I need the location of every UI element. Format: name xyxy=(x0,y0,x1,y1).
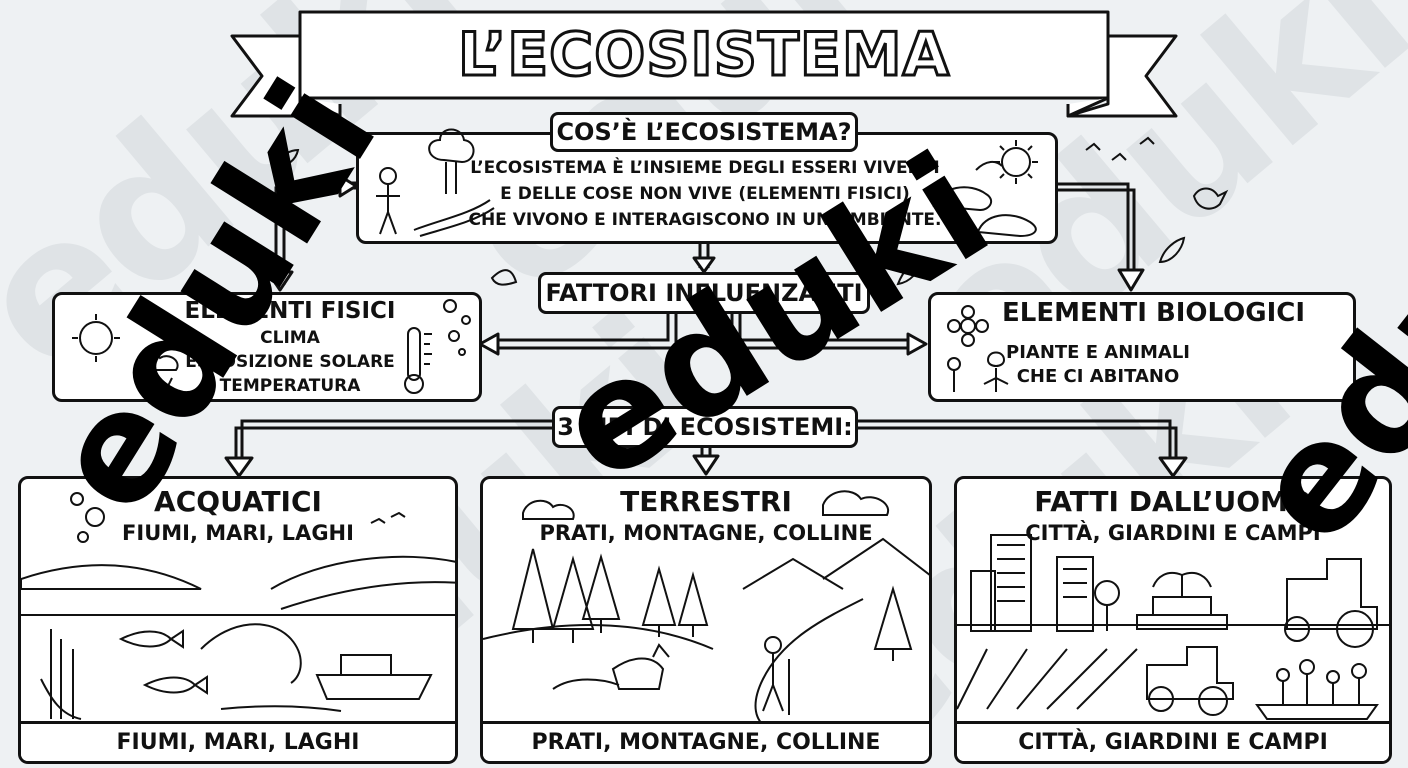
panel-footer: PRATI, MONTAGNE, COLLINE xyxy=(483,721,929,761)
fox-icon xyxy=(611,643,670,690)
leaf-icon xyxy=(274,148,300,168)
sun-icon xyxy=(79,321,113,355)
panel-subtitle: FIUMI, MARI, LAGHI xyxy=(122,521,354,545)
panel-aquatic: ACQUATICI FIUMI, MARI, LAGHI FIUMI, MARI… xyxy=(18,476,458,764)
cloud-rain-icon xyxy=(138,353,179,371)
building-icon xyxy=(970,570,996,632)
boat-icon xyxy=(315,654,433,700)
field-rows xyxy=(957,648,1138,710)
physical-elements-box xyxy=(52,292,482,402)
building-icon xyxy=(990,534,1032,632)
panel-footer: CITTÀ, GIARDINI E CAMPI xyxy=(957,721,1389,761)
definition-line: L’ECOSISTEMA È L’INSIEME DEGLI ESSERI VI… xyxy=(470,158,940,178)
leaf-icon xyxy=(490,269,518,286)
bird-icon xyxy=(1192,187,1229,210)
tree-icon xyxy=(551,555,595,643)
fish-icon xyxy=(118,629,184,649)
title-ribbon xyxy=(230,10,1178,118)
dolphin-icon xyxy=(200,623,302,684)
biological-elements-title: ELEMENTI BIOLOGICI xyxy=(1002,298,1306,328)
building-icon xyxy=(1056,556,1094,632)
panel-terrestrial: TERRESTRI PRATI, MONTAGNE, COLLINE PRATI… xyxy=(480,476,932,764)
physical-element-item: ESPOSIZIONE SOLARE xyxy=(185,352,395,372)
tree-icon xyxy=(873,585,913,661)
leaf-icon xyxy=(896,258,922,286)
tractor-icon xyxy=(1286,558,1378,630)
tree-icon xyxy=(677,571,709,637)
factors-label: FATTORI INFLUENZANTI xyxy=(538,272,870,314)
thermometer-icon xyxy=(407,327,421,381)
fish-icon xyxy=(142,675,208,695)
types-label: 3 TIPI DI ECOSISTEMI: xyxy=(552,406,858,448)
panel-footer: FIUMI, MARI, LAGHI xyxy=(21,721,455,761)
man-made-scene xyxy=(957,534,1389,720)
panel-title: TERRESTRI xyxy=(620,485,792,518)
page-title: L’ECOSISTEMA xyxy=(456,19,951,92)
definition-line: E DELLE COSE NON VIVE (ELEMENTI FISICI) xyxy=(500,184,910,204)
biological-elements-box xyxy=(928,292,1356,402)
physical-icons xyxy=(72,299,471,394)
definition-line: CHE VIVONO E INTERAGISCONO IN UN’AMBIENT… xyxy=(468,210,942,230)
fountain-icon xyxy=(1136,575,1228,630)
definition-heading: COS’È L’ECOSISTEMA? xyxy=(550,112,858,152)
aquatic-scene xyxy=(21,492,455,720)
leaf-icon xyxy=(1158,236,1186,264)
physical-elements-title: ELEMENTI FISICI xyxy=(184,298,396,324)
panel-subtitle: CITTÀ, GIARDINI E CAMPI xyxy=(1025,521,1321,545)
terrestrial-scene xyxy=(483,490,929,726)
panel-subtitle: PRATI, MONTAGNE, COLLINE xyxy=(539,521,873,545)
cloud-icon xyxy=(822,490,890,516)
physical-element-item: CLIMA xyxy=(260,328,320,348)
biological-element-item: PIANTE E ANIMALI xyxy=(1006,342,1190,363)
panel-title: FATTI DALL’UOMO xyxy=(1034,485,1312,518)
biological-element-item: CHE CI ABITANO xyxy=(1016,366,1180,387)
hiker-icon xyxy=(762,653,790,715)
physical-element-item: TEMPERATURA xyxy=(219,376,361,396)
panel-man-made: FATTI DALL’UOMO CITTÀ, GIARDINI E CAMPI … xyxy=(954,476,1392,764)
bird-icon xyxy=(1085,136,1155,161)
cloud-icon xyxy=(522,499,575,520)
tractor-icon xyxy=(1146,646,1234,700)
definition-illustration xyxy=(376,128,1038,238)
flower-bed-icon xyxy=(1255,704,1379,720)
biological-icons xyxy=(947,305,1009,392)
reeds-icon xyxy=(40,629,82,720)
panel-title: ACQUATICI xyxy=(154,485,322,518)
